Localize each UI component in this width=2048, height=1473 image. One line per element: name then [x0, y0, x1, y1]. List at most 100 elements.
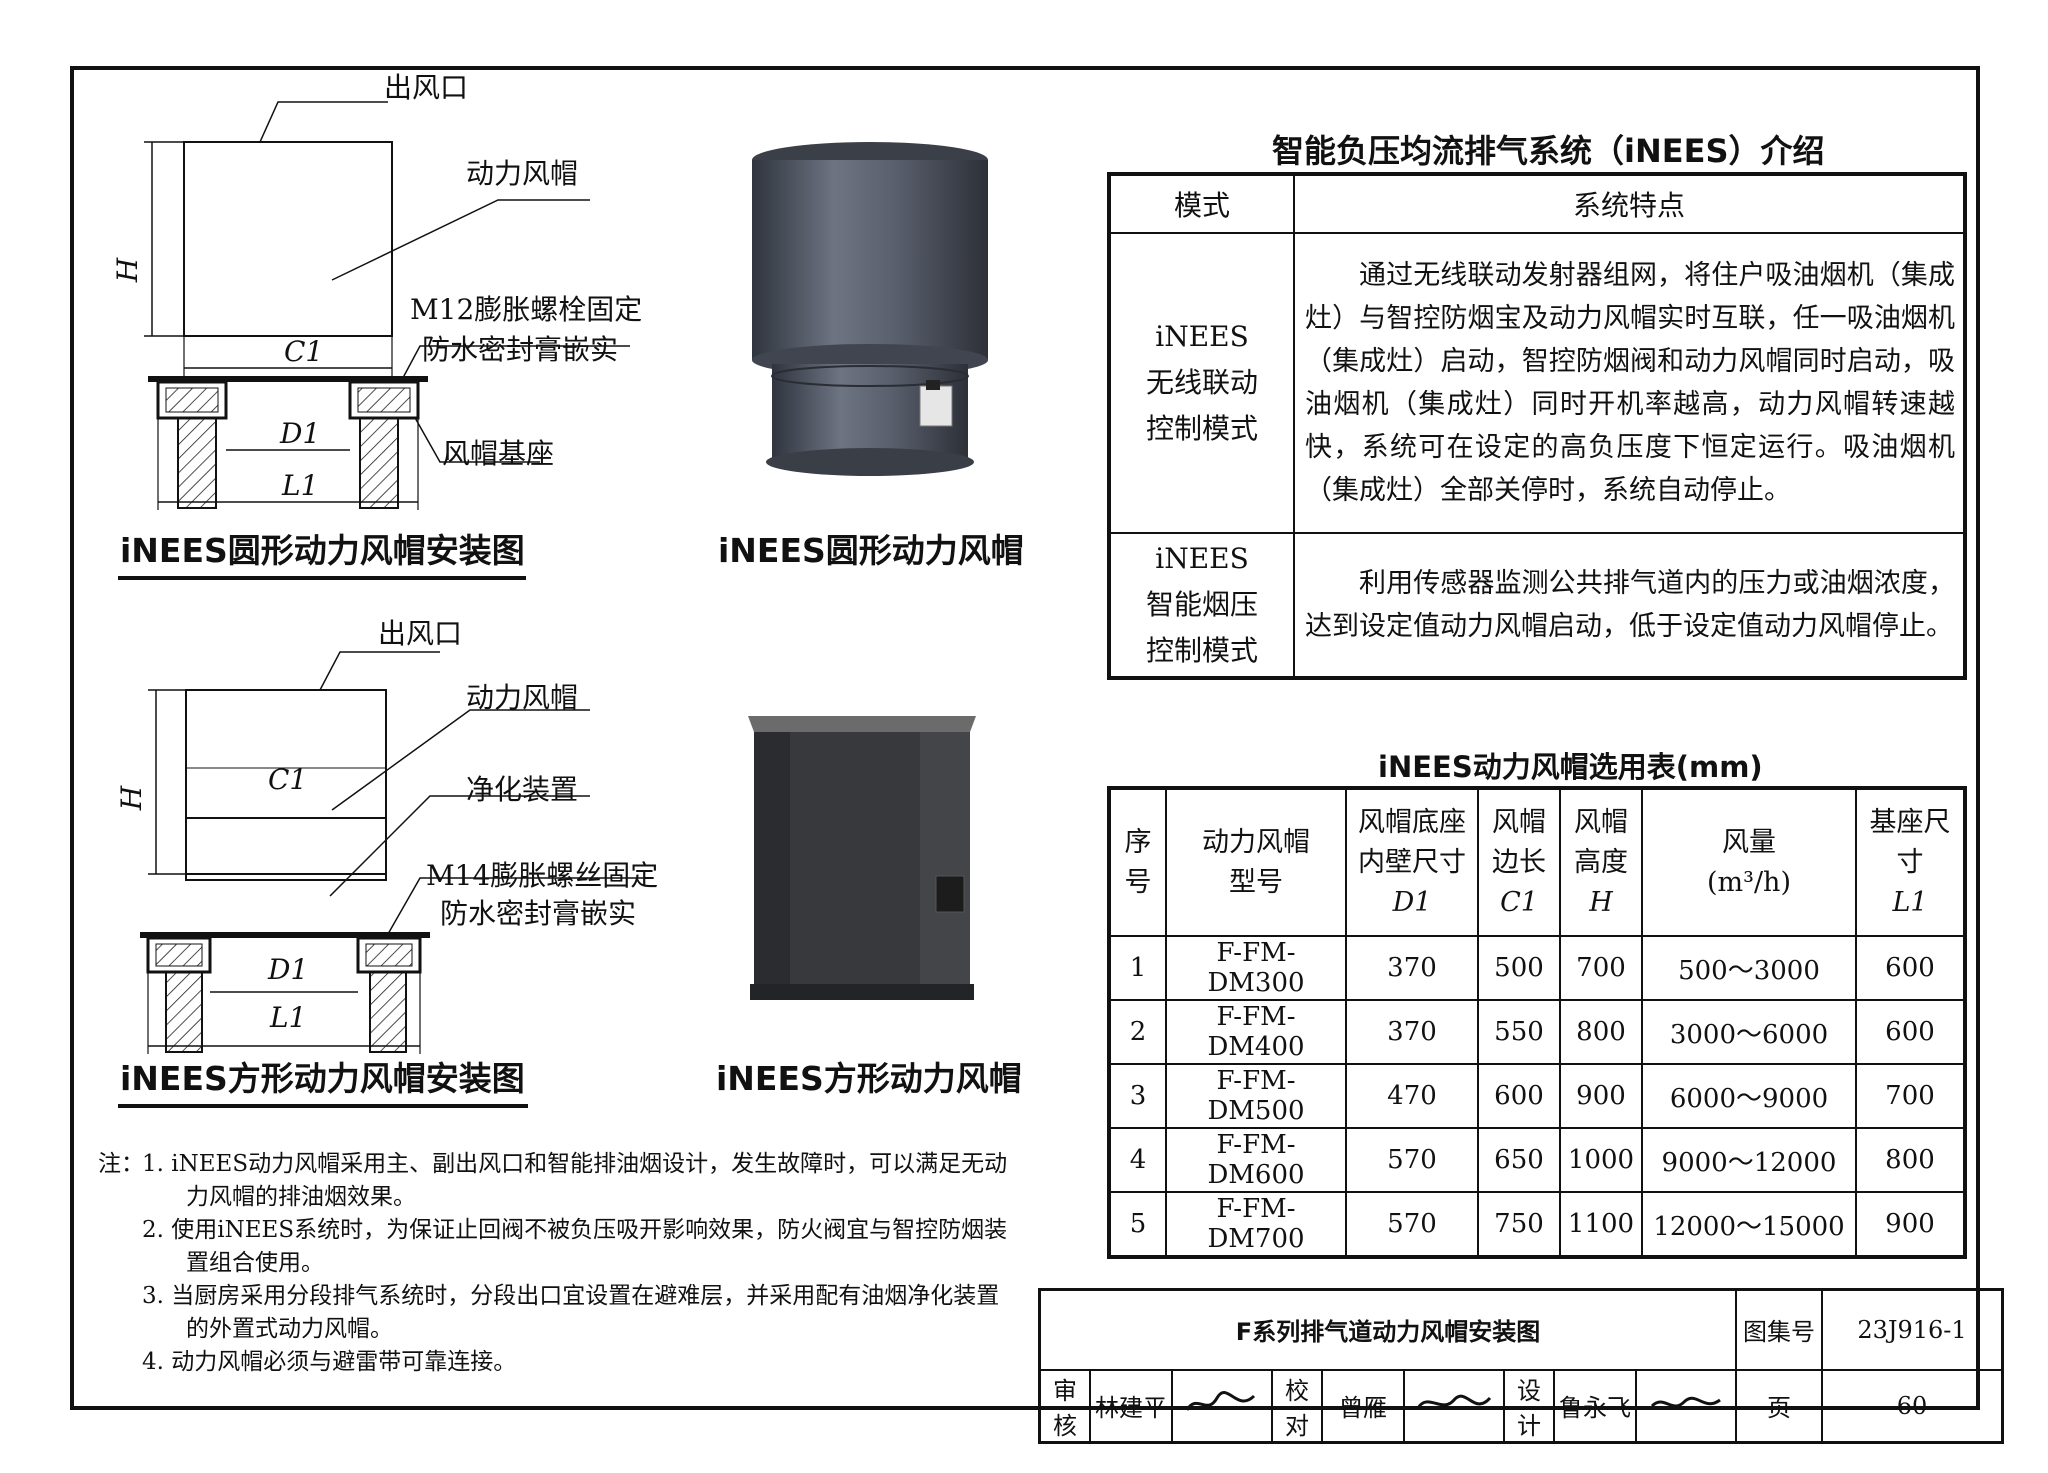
cell-d1: 570 — [1345, 1127, 1479, 1193]
square-bolt-label-2: 防水密封膏嵌实 — [440, 897, 637, 930]
square-cap-outline — [185, 689, 387, 881]
intro-mode-cell: iNEES 无线联动 控制模式 — [1108, 232, 1295, 534]
cell-l1: 600 — [1855, 935, 1966, 1001]
cell-no: 5 — [1108, 1191, 1167, 1258]
round-bolt-label-2: 防水密封膏嵌实 — [422, 333, 619, 366]
square-outlet-label: 出风口 — [378, 617, 463, 650]
cell-h: 700 — [1559, 935, 1643, 1001]
col-base: 基座尺寸 L1 — [1855, 787, 1966, 937]
designer-name: 鲁永飞 — [1553, 1368, 1637, 1443]
review-label: 审核 — [1038, 1368, 1091, 1443]
col-flow: 风量 (m³/h) — [1641, 787, 1857, 937]
square-dim-l: L1 — [270, 1001, 307, 1034]
page-number: 60 — [1821, 1368, 2004, 1443]
design-label: 设计 — [1503, 1368, 1555, 1443]
page-label: 页 — [1735, 1368, 1823, 1443]
round-dim-h: H — [111, 257, 145, 283]
cell-flow: 6000～9000 — [1641, 1063, 1857, 1129]
selection-table: 序号 动力风帽型号 风帽底座 内壁尺寸 D1 风帽 边长 C1 风帽 高度 H … — [1107, 786, 1967, 1259]
intro-feature-cell: 通过无线联动发射器组网，将住户吸油烟机（集成灶）与智控防烟宝及动力风帽实时互联，… — [1293, 232, 1966, 534]
col-no: 序号 — [1108, 787, 1167, 937]
drawing-title: F系列排气道动力风帽安装图 — [1038, 1288, 1737, 1371]
round-install-drawing — [144, 101, 630, 510]
round-dim-d: D1 — [280, 417, 321, 450]
table-row: iNEES 智能烟压 控制模式 利用传感器监测公共排气道内的压力或油烟浓度，达到… — [1108, 532, 1966, 679]
square-cap-photo — [748, 716, 976, 1000]
cell-flow: 500～3000 — [1641, 935, 1857, 1001]
cell-flow: 12000～15000 — [1641, 1191, 1857, 1258]
cell-model: F-FM-DM700 — [1165, 1191, 1347, 1258]
cell-d1: 570 — [1345, 1191, 1479, 1258]
square-dim-h: H — [115, 785, 149, 811]
cell-d1: 370 — [1345, 935, 1479, 1001]
square-install-caption: iNEES方形动力风帽安装图 — [120, 1059, 525, 1098]
square-install-drawing — [140, 651, 650, 1054]
cell-model: F-FM-DM600 — [1165, 1127, 1347, 1193]
square-purifier-label: 净化装置 — [466, 773, 579, 806]
caption-underline — [118, 576, 526, 580]
intro-col-mode: 模式 — [1108, 173, 1295, 234]
checker-signature — [1403, 1368, 1505, 1443]
square-photo-caption: iNEES方形动力风帽 — [716, 1059, 1022, 1098]
cell-l1: 900 — [1855, 1191, 1966, 1258]
intro-title: 智能负压均流排气系统（iNEES）介绍 — [1272, 132, 1825, 170]
cell-c1: 550 — [1477, 999, 1561, 1065]
note-item: 1. iNEES动力风帽采用主、副出风口和智能排油烟设计，发生故障时，可以满足无… — [142, 1151, 1008, 1210]
col-model: 动力风帽型号 — [1165, 787, 1347, 937]
intro-mode-cell: iNEES 智能烟压 控制模式 — [1108, 532, 1295, 679]
cell-d1: 370 — [1345, 999, 1479, 1065]
cell-flow: 9000～12000 — [1641, 1127, 1857, 1193]
round-base-label: 风帽基座 — [442, 437, 555, 470]
cell-model: F-FM-DM400 — [1165, 999, 1347, 1065]
intro-col-feature: 系统特点 — [1293, 173, 1966, 234]
square-cap-label: 动力风帽 — [466, 681, 579, 714]
caption-underline — [118, 1104, 528, 1108]
round-outlet-label: 出风口 — [384, 71, 469, 104]
reviewer-name: 林建平 — [1089, 1368, 1173, 1443]
round-install-caption: iNEES圆形动力风帽安装图 — [120, 531, 525, 570]
drawing-frame — [70, 66, 1980, 1410]
cell-h: 800 — [1559, 999, 1643, 1065]
cell-l1: 700 — [1855, 1063, 1966, 1129]
selection-title: iNEES动力风帽选用表(mm) — [1378, 750, 1763, 784]
note-item: 4. 动力风帽必须与避雷带可靠连接。 — [142, 1349, 517, 1375]
note-item: 2. 使用iNEES系统时，为保证止回阀不被负压吸开影响效果，防火阀宜与智控防烟… — [142, 1217, 1008, 1276]
cell-c1: 650 — [1477, 1127, 1561, 1193]
check-label: 校对 — [1271, 1368, 1323, 1443]
col-c1: 风帽 边长 C1 — [1477, 787, 1561, 937]
cell-d1: 470 — [1345, 1063, 1479, 1129]
notes: 注： 1. iNEES动力风帽采用主、副出风口和智能排油烟设计，发生故障时，可以… — [98, 1148, 1018, 1379]
atlas-label: 图集号 — [1735, 1288, 1823, 1371]
cell-h: 1000 — [1559, 1127, 1643, 1193]
cell-model: F-FM-DM500 — [1165, 1063, 1347, 1129]
square-bolt-label-1: M14膨胀螺丝固定 — [426, 859, 659, 892]
note-item: 3. 当厨房采用分段排气系统时，分段出口宜设置在避难层，并采用配有油烟净化装置的… — [142, 1283, 1000, 1342]
designer-signature — [1635, 1368, 1737, 1443]
col-h: 风帽 高度 H — [1559, 787, 1643, 937]
checker-name: 曾雁 — [1321, 1368, 1405, 1443]
round-cap-label: 动力风帽 — [466, 157, 579, 190]
notes-label: 注： — [98, 1151, 144, 1177]
cell-l1: 600 — [1855, 999, 1966, 1065]
cell-c1: 750 — [1477, 1191, 1561, 1258]
round-photo-caption: iNEES圆形动力风帽 — [718, 531, 1024, 570]
atlas-number: 23J916-1 — [1821, 1288, 2004, 1371]
round-cap-outline — [183, 141, 393, 337]
cell-c1: 600 — [1477, 1063, 1561, 1129]
round-dim-l: L1 — [282, 469, 319, 502]
cell-l1: 800 — [1855, 1127, 1966, 1193]
square-dim-c: C1 — [268, 763, 308, 796]
reviewer-signature — [1171, 1368, 1273, 1443]
title-block: F系列排气道动力风帽安装图 图集号 23J916-1 审核 林建平 校对 曾雁 … — [1038, 1288, 2004, 1444]
cell-no: 1 — [1108, 935, 1167, 1001]
cell-h: 1100 — [1559, 1191, 1643, 1258]
col-d1: 风帽底座 内壁尺寸 D1 — [1345, 787, 1479, 937]
round-bolt-label-1: M12膨胀螺栓固定 — [410, 293, 643, 326]
table-row: iNEES 无线联动 控制模式 通过无线联动发射器组网，将住户吸油烟机（集成灶）… — [1108, 232, 1966, 534]
cell-model: F-FM-DM300 — [1165, 935, 1347, 1001]
cell-h: 900 — [1559, 1063, 1643, 1129]
